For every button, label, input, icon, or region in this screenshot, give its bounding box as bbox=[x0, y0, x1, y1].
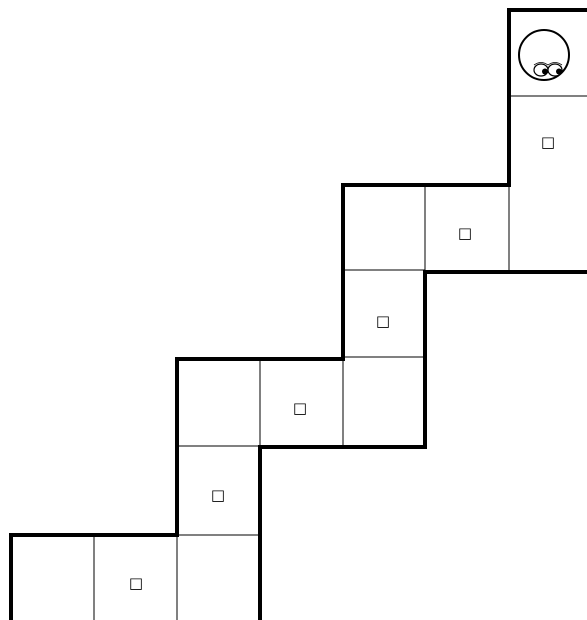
marker-square[interactable]: □ bbox=[129, 574, 143, 592]
googly-eyes-ball-icon[interactable] bbox=[519, 30, 569, 80]
marker-square[interactable]: □ bbox=[376, 312, 390, 330]
path-walls bbox=[11, 10, 587, 620]
lower-wall bbox=[260, 272, 587, 620]
upper-wall bbox=[11, 10, 587, 620]
marker-square[interactable]: □ bbox=[293, 399, 307, 417]
marker-square[interactable]: □ bbox=[211, 486, 225, 504]
marker-square[interactable]: □ bbox=[541, 133, 555, 151]
marker-square[interactable]: □ bbox=[458, 224, 472, 242]
